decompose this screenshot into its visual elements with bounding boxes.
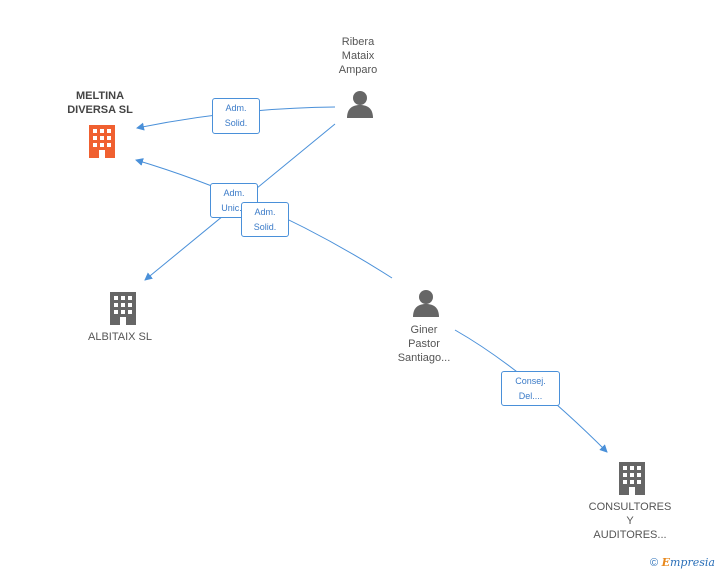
person-icon-ribera[interactable] — [345, 89, 375, 119]
edge-label-ribera-meltina[interactable]: Adm. Solid. — [212, 98, 260, 134]
building-icon-albitaix[interactable] — [107, 290, 139, 326]
person-label-giner[interactable]: Giner Pastor Santiago... — [397, 324, 451, 364]
brand-initial: E — [661, 556, 670, 569]
edge-label-giner-meltina[interactable]: Adm. Solid. — [241, 202, 289, 237]
building-icon-consultores[interactable] — [616, 460, 648, 496]
person-label-ribera[interactable]: Ribera Mataix Amparo — [338, 36, 378, 76]
edge-label-ribera-albitaix[interactable]: Adm. Unic... — [210, 183, 258, 218]
copyright-icon: © — [650, 557, 659, 569]
empresia-brand: © Empresia — [650, 556, 715, 569]
company-label-meltina[interactable]: MELTINA DIVERSA SL — [67, 90, 133, 116]
person-icon-giner[interactable] — [411, 288, 441, 318]
edge-label-giner-consultores[interactable]: Consej. Del.... — [501, 371, 560, 406]
company-label-albitaix[interactable]: ALBITAIX SL — [88, 331, 152, 343]
company-label-consultores[interactable]: CONSULTORES Y AUDITORES... — [588, 501, 672, 541]
brand-name: mpresia — [670, 556, 715, 569]
building-icon-meltina[interactable] — [86, 123, 118, 159]
